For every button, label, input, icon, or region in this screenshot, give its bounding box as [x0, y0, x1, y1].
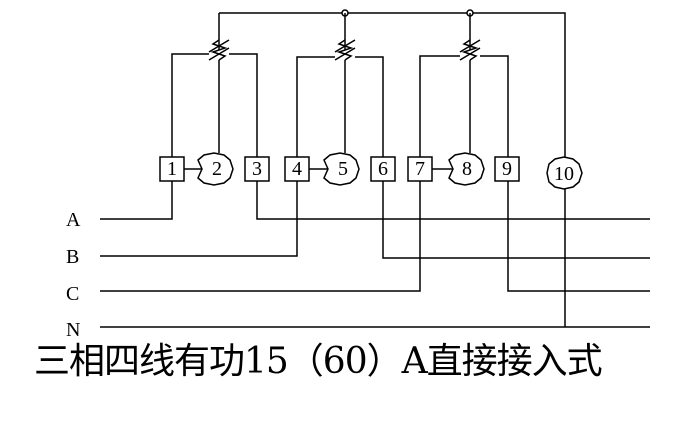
svg-text:10: 10: [554, 163, 574, 185]
terminal-6: 6: [370, 156, 396, 182]
svg-text:9: 9: [502, 158, 512, 180]
measuring-element-1: [171, 13, 258, 158]
phase-b-wire: [100, 181, 650, 259]
terminal-9: 9: [494, 156, 520, 182]
phase-c-wire: [100, 181, 650, 292]
top-bus-wire: [219, 12, 566, 158]
line-label-a: A: [66, 209, 81, 231]
measuring-element-2: [296, 13, 384, 158]
svg-text:7: 7: [415, 158, 425, 180]
terminal-8: 8: [448, 152, 485, 186]
svg-text:5: 5: [338, 158, 348, 180]
svg-text:6: 6: [378, 158, 388, 180]
terminal-3: 3: [244, 156, 270, 182]
svg-text:8: 8: [462, 158, 472, 180]
terminal-1: 1: [159, 156, 185, 182]
terminal-5: 5: [323, 152, 360, 186]
svg-text:4: 4: [292, 158, 302, 180]
diagram-caption: 三相四线有功15（60）A直接接入式: [34, 341, 603, 382]
terminal-7: 7: [407, 156, 433, 182]
terminal-10: 10: [546, 156, 583, 190]
line-label-c: C: [66, 283, 79, 305]
line-label-b: B: [66, 246, 79, 268]
line-label-n: N: [66, 319, 80, 341]
svg-text:2: 2: [212, 158, 222, 180]
terminal-2: 2: [197, 152, 234, 186]
measuring-element-3: [419, 13, 509, 158]
svg-text:3: 3: [252, 158, 262, 180]
terminal-4: 4: [284, 156, 310, 182]
neutral-wire: [100, 188, 650, 328]
svg-text:1: 1: [167, 158, 177, 180]
phase-a-wire: [100, 181, 650, 220]
